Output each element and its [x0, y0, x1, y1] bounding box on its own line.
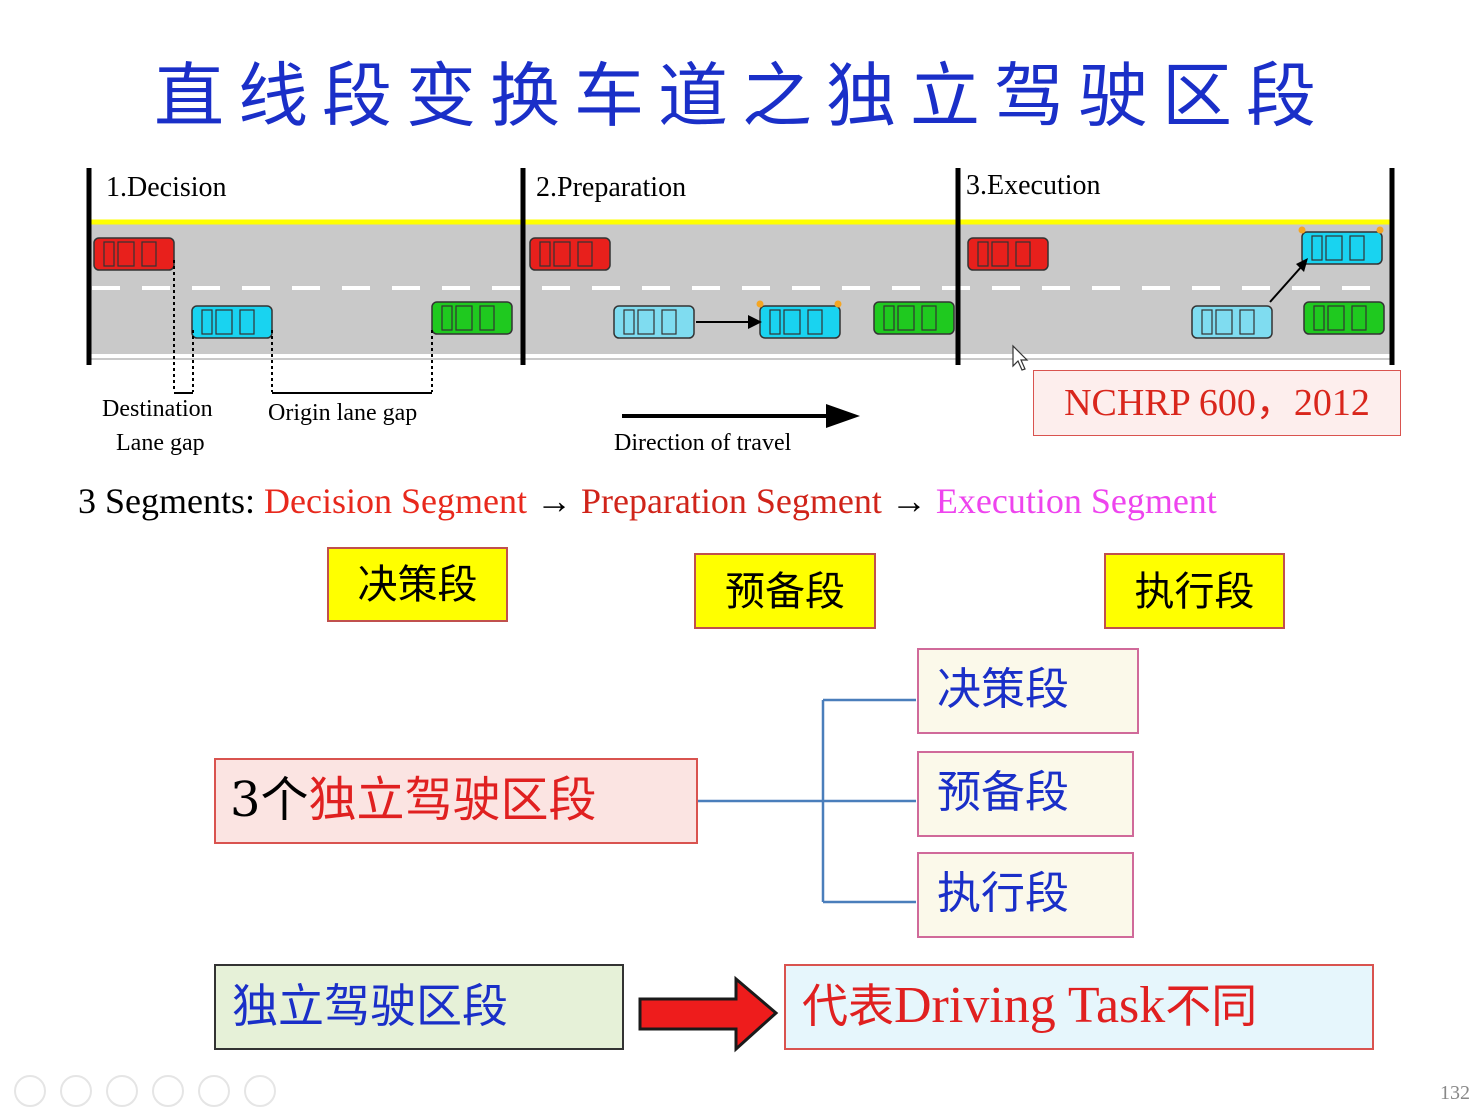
- phase-label-preparation: 2.Preparation: [536, 172, 686, 203]
- subject-car-ghost: [613, 305, 695, 339]
- tree-child-preparation: 预备段: [917, 751, 1134, 837]
- gap-markers: [173, 260, 433, 392]
- driving-task-prefix: 代表: [802, 979, 894, 1033]
- mouse-cursor-icon: [1012, 344, 1029, 371]
- yellow-label-execution: 执行段: [1104, 553, 1285, 629]
- destination-gap-label: Destination: [102, 396, 213, 422]
- phase-label-decision: 1.Decision: [106, 172, 227, 203]
- arrow-icon: →: [890, 481, 927, 521]
- direction-arrowhead: [826, 404, 860, 428]
- tree-root-box: 3个独立驾驶区段: [214, 758, 698, 844]
- subject-car: [191, 305, 273, 339]
- segment-execution: Execution Segment: [935, 481, 1217, 521]
- prev-slide-icon[interactable]: [14, 1075, 46, 1107]
- red-car: [529, 237, 611, 271]
- red-car: [93, 237, 175, 271]
- subject-car: [1298, 226, 1384, 265]
- green-car: [873, 301, 955, 335]
- driving-task-latin: Driving Task: [894, 977, 1166, 1034]
- lane-change-diagram: 1.Decision 2.Preparation 3.Execution Des…: [86, 168, 1395, 456]
- green-car: [431, 301, 513, 335]
- more-icon[interactable]: [244, 1075, 276, 1107]
- subject-car-ghost: [1191, 305, 1273, 339]
- pen-icon[interactable]: [106, 1075, 138, 1107]
- segments-prefix: 3 Segments:: [78, 481, 264, 521]
- green-car: [1303, 301, 1385, 335]
- citation-box: NCHRP 600，2012: [1033, 370, 1401, 436]
- slide-title: 直线段变换车道之独立驾驶区段: [154, 55, 1330, 137]
- red-car: [967, 237, 1049, 271]
- yellow-label-preparation: 预备段: [694, 553, 876, 629]
- zoom-icon[interactable]: [198, 1075, 230, 1107]
- big-red-arrow-icon: [638, 975, 779, 1053]
- yellow-label-decision: 决策段: [327, 547, 508, 622]
- phase-label-execution: 3.Execution: [966, 170, 1101, 201]
- driving-task-box: 代表Driving Task不同: [784, 964, 1374, 1050]
- origin-gap-label: Origin lane gap: [268, 400, 417, 426]
- execution-arrowhead: [1296, 258, 1308, 272]
- segment-decision: Decision Segment: [264, 481, 527, 521]
- arrow-icon: →: [535, 481, 572, 521]
- tree-child-execution: 执行段: [917, 852, 1134, 938]
- tree-root-text: 独立驾驶区段: [308, 772, 597, 828]
- subject-car: [756, 300, 842, 339]
- direction-label: Direction of travel: [614, 430, 792, 456]
- tree-root-prefix: 3个: [230, 772, 309, 828]
- page-number: 132: [1440, 1082, 1470, 1104]
- next-slide-icon[interactable]: [60, 1075, 92, 1107]
- destination-gap-label-2: Lane gap: [116, 430, 205, 456]
- slides-icon[interactable]: [152, 1075, 184, 1107]
- presenter-toolbar[interactable]: [14, 1075, 276, 1107]
- preparation-arrowhead: [748, 315, 762, 329]
- segment-preparation: Preparation Segment: [580, 481, 882, 521]
- driving-task-suffix: 不同: [1165, 979, 1258, 1033]
- segments-line: 3 Segments: Decision Segment → Preparati…: [78, 480, 1217, 522]
- independent-segment-box: 独立驾驶区段: [214, 964, 624, 1050]
- tree-child-decision: 决策段: [917, 648, 1139, 734]
- execution-arrow: [1269, 265, 1303, 303]
